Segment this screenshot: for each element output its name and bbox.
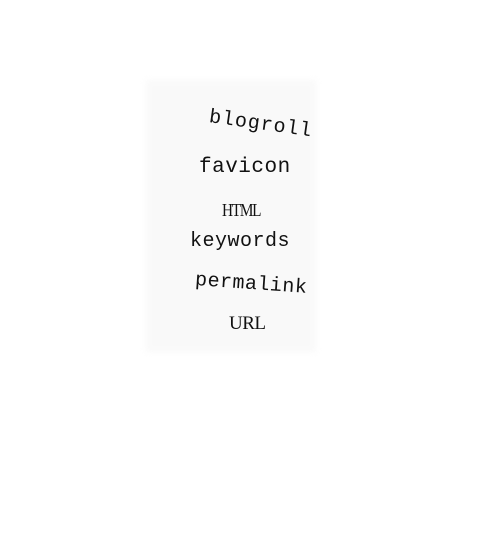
tag-cloud-panel [146, 80, 316, 352]
tag-url[interactable]: URL [229, 313, 266, 334]
tag-html[interactable]: HTML [222, 200, 262, 220]
tag-keywords[interactable]: keywords [190, 230, 291, 253]
tag-favicon[interactable]: favicon [199, 156, 291, 179]
